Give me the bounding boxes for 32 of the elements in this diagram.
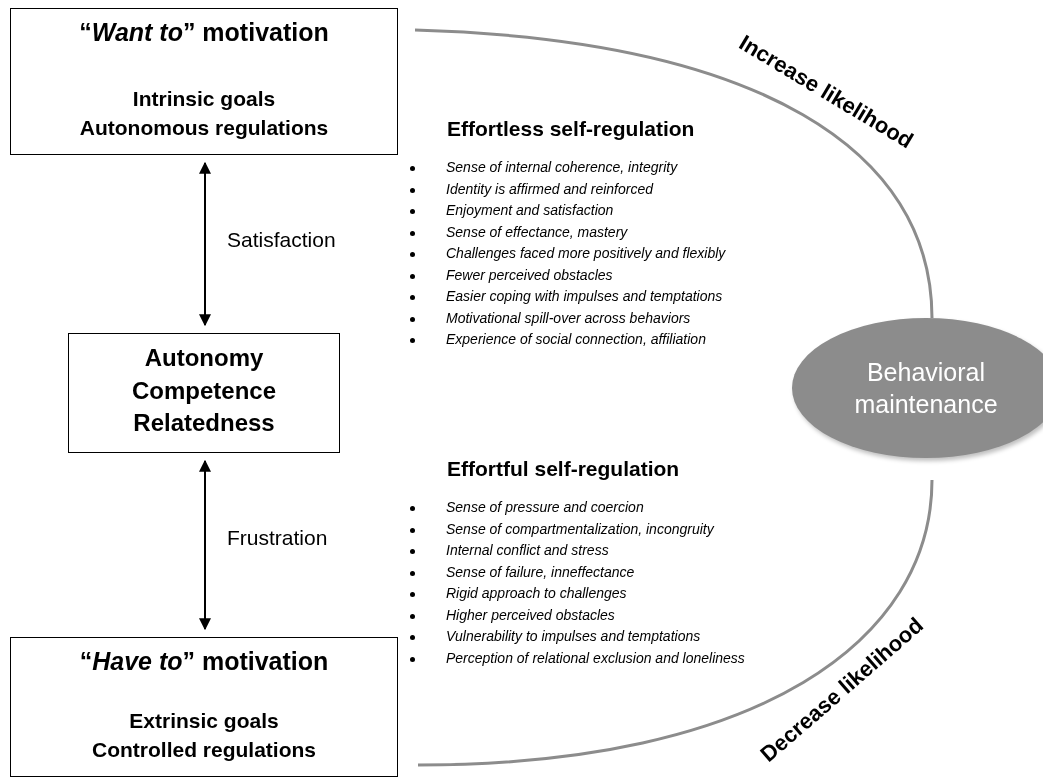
bullet-text: Vulnerability to impulses and temptations (446, 628, 701, 644)
bullet-text: Challenges faced more positively and flexibly (446, 245, 726, 261)
box-text: Autonomy Competence Relatedness (130, 343, 277, 439)
concept-box (10, 8, 398, 155)
concept-box (10, 637, 398, 777)
section-heading: Effortless self-regulation (447, 117, 695, 141)
bullet-text: Perception of relational exclusion and loneliness (446, 649, 745, 666)
bullet-text: Motivational spill-over across behaviors (446, 309, 691, 326)
bullet-text: Experience of social connection, affiliation (446, 331, 706, 347)
box-text: Extrinsic goals Controlled regulations (91, 708, 317, 763)
bullet-text: Fewer perceived obstacles (446, 266, 613, 283)
node-text: Behavioral maintenance (853, 356, 999, 420)
bullet-text: Sense of failure, inneffectance (446, 563, 635, 580)
bullet-text: Higher perceived obstacles (446, 606, 615, 623)
bullet-text: Rigid approach to challenges (446, 585, 627, 601)
curved-connector (414, 28, 934, 319)
curved-connector (417, 479, 934, 767)
bullet-text: Easier coping with impulses and temptations (446, 288, 723, 304)
bullet-text: Sense of effectance, mastery (446, 223, 628, 240)
bullet-text: Sense of internal coherence, integrity (446, 159, 678, 175)
double-arrow (199, 161, 211, 327)
bullet-text: Enjoyment and satisfaction (446, 202, 614, 218)
bullet-text: Sense of compartmentalization, incongruity (446, 520, 714, 537)
box-text: Intrinsic goals Autonomous regulations (78, 86, 330, 141)
bullet-text: Internal conflict and stress (446, 542, 609, 558)
bullet-text: Sense of pressure and coercion (446, 499, 644, 515)
bullet-text: Identity is affirmed and reinforced (446, 180, 653, 197)
box-heading: “Have to” motivation (79, 646, 329, 676)
concept-box (68, 333, 340, 453)
section-heading: Effortful self-regulation (447, 457, 680, 481)
double-arrow (199, 459, 211, 631)
box-heading: “Want to” motivation (79, 17, 329, 47)
